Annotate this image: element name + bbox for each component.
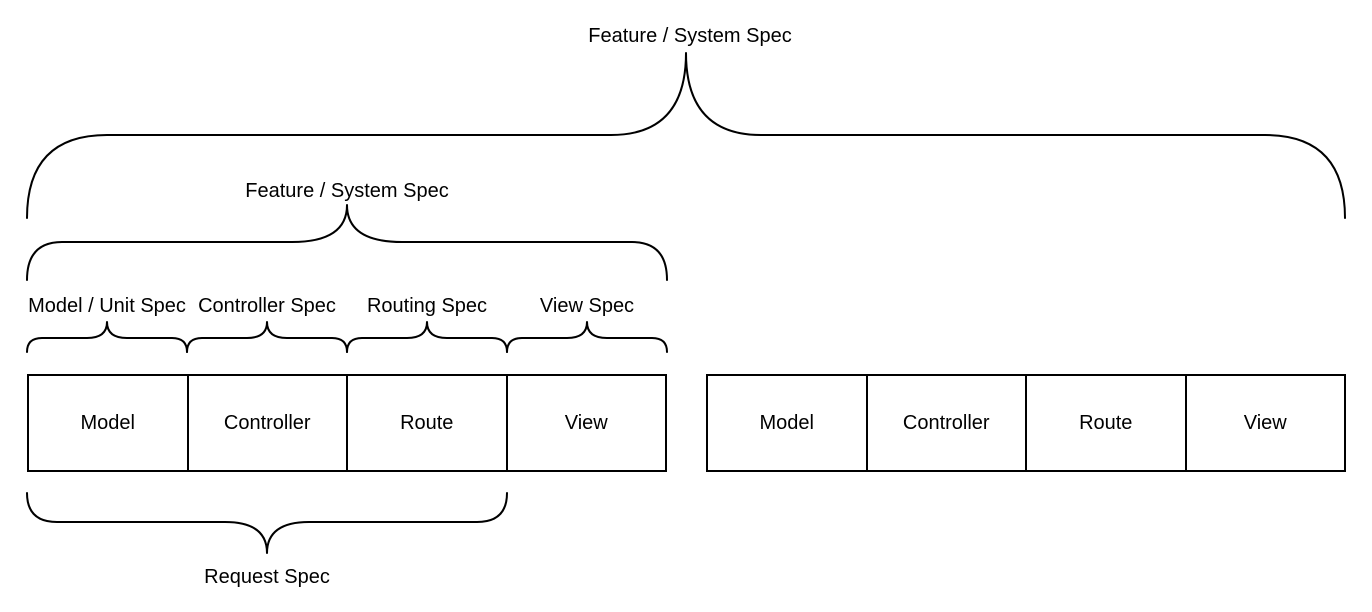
box-left-model: Model — [27, 374, 189, 472]
brace-feature-system-mid — [26, 204, 668, 281]
brace-routing-spec — [346, 321, 508, 353]
label-model-unit-spec: Model / Unit Spec — [28, 295, 186, 317]
box-left-route: Route — [348, 374, 508, 472]
label-view-spec: View Spec — [539, 295, 635, 317]
brace-view-spec — [506, 321, 668, 353]
label-feature-system-spec-mid: Feature / System Spec — [245, 180, 449, 202]
box-right-view: View — [1186, 374, 1346, 472]
brace-request-spec — [26, 492, 508, 554]
brace-controller-spec — [186, 321, 348, 353]
box-right-route: Route — [1027, 374, 1187, 472]
box-left-controller: Controller — [188, 374, 348, 472]
brace-feature-system-top — [26, 52, 1346, 219]
label-routing-spec: Routing Spec — [366, 295, 488, 317]
label-feature-system-spec-top: Feature / System Spec — [588, 25, 792, 47]
box-right-controller: Controller — [867, 374, 1027, 472]
box-group-left: Model Controller Route View — [27, 374, 667, 472]
box-right-model: Model — [706, 374, 868, 472]
box-group-right: Model Controller Route View — [706, 374, 1346, 472]
brace-model-unit-spec — [26, 321, 188, 353]
box-left-view: View — [507, 374, 667, 472]
label-request-spec: Request Spec — [204, 566, 330, 588]
label-controller-spec: Controller Spec — [198, 295, 336, 317]
